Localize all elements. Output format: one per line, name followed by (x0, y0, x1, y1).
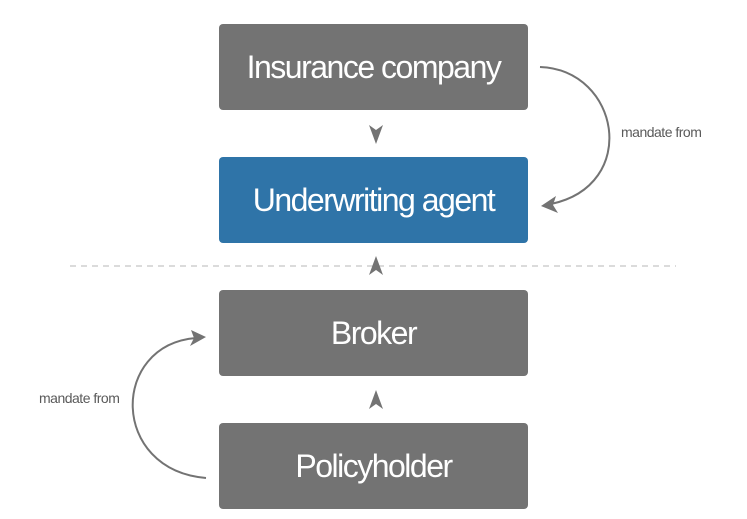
node-label: Insurance company (246, 48, 502, 85)
edge-label-mandate-left: mandate from (39, 390, 120, 406)
edge-label-mandate-right: mandate from (621, 124, 702, 140)
node-underwriting-agent: Underwriting agent (219, 157, 528, 243)
node-insurance-company: Insurance company (219, 24, 528, 110)
arrow-up-icon (369, 390, 383, 409)
node-broker: Broker (219, 290, 528, 376)
arrow-down-icon (369, 125, 383, 144)
node-label: Policyholder (295, 447, 453, 484)
curved-arrow-right (539, 66, 611, 205)
curved-arrow-left (131, 337, 207, 479)
node-policyholder: Policyholder (219, 423, 528, 509)
node-label: Underwriting agent (252, 181, 496, 218)
arrowhead-left-icon (190, 330, 206, 346)
arrowhead-right-icon (541, 196, 558, 213)
arrow-up-icon (369, 256, 383, 275)
node-label: Broker (330, 314, 418, 351)
